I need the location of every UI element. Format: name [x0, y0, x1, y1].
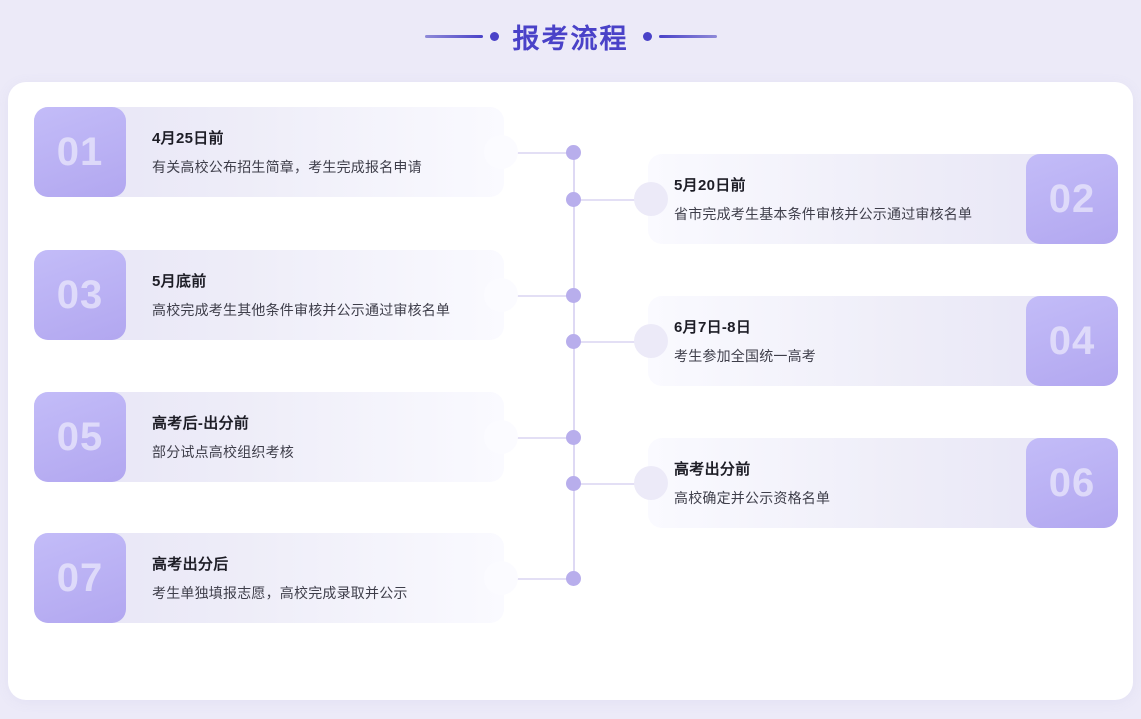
decoration-dot-icon: [642, 31, 652, 41]
decoration-line-icon: [658, 34, 717, 38]
connector-bump-icon: [484, 135, 518, 169]
step-description: 部分试点高校组织考核: [152, 444, 294, 460]
step-title: 高考后-出分前: [152, 415, 250, 432]
step-description: 考生单独填报志愿，高校完成录取并公示: [152, 585, 408, 601]
timeline-step-card-07[interactable]: 07 高考出分后 考生单独填报志愿，高校完成录取并公示: [34, 533, 518, 623]
step-content: 6月7日-8日 考生参加全国统一高考: [648, 316, 1026, 366]
step-content: 4月25日前 有关高校公布招生简章，考生完成报名申请: [126, 127, 504, 177]
timeline-branch: [574, 341, 648, 343]
step-number: 07: [56, 556, 104, 600]
step-number-badge: 07: [34, 533, 126, 623]
step-content: 高考出分前 高校确定并公示资格名单: [648, 458, 1026, 508]
connector-bump-icon: [484, 420, 518, 454]
timeline-branch: [574, 483, 648, 485]
step-number-badge: 04: [1026, 296, 1118, 386]
step-number: 04: [1048, 319, 1096, 363]
connector-bump-icon: [484, 561, 518, 595]
step-title: 6月7日-8日: [674, 319, 752, 336]
step-description: 考生参加全国统一高考: [674, 348, 816, 364]
step-number: 01: [56, 130, 104, 174]
step-number: 03: [56, 273, 104, 317]
timeline-step-card-02[interactable]: 02 5月20日前 省市完成考生基本条件审核并公示通过审核名单: [634, 154, 1118, 244]
timeline-node-dot: [566, 334, 581, 349]
connector-bump-icon: [634, 324, 668, 358]
step-content: 高考出分后 考生单独填报志愿，高校完成录取并公示: [126, 553, 504, 603]
step-description: 高校完成考生其他条件审核并公示通过审核名单: [152, 302, 451, 318]
timeline-node-dot: [566, 145, 581, 160]
step-number-badge: 01: [34, 107, 126, 197]
title-decoration-right: [642, 31, 717, 41]
step-number: 02: [1048, 177, 1096, 221]
step-number: 06: [1048, 461, 1096, 505]
page-header: 报考流程: [0, 0, 1141, 72]
step-description: 省市完成考生基本条件审核并公示通过审核名单: [674, 206, 973, 222]
connector-bump-icon: [484, 278, 518, 312]
timeline-rail: [573, 150, 575, 580]
step-title: 4月25日前: [152, 130, 224, 147]
timeline-node-dot: [566, 430, 581, 445]
decoration-line-icon: [424, 34, 483, 38]
timeline-step-card-04[interactable]: 04 6月7日-8日 考生参加全国统一高考: [634, 296, 1118, 386]
step-number-badge: 06: [1026, 438, 1118, 528]
timeline-branch: [504, 437, 574, 439]
step-number-badge: 03: [34, 250, 126, 340]
timeline-step-card-03[interactable]: 03 5月底前 高校完成考生其他条件审核并公示通过审核名单: [34, 250, 518, 340]
step-title: 5月20日前: [674, 177, 746, 194]
timeline-branch: [504, 295, 574, 297]
timeline-node-dot: [566, 192, 581, 207]
timeline-branch: [504, 152, 574, 154]
step-number-badge: 05: [34, 392, 126, 482]
timeline-node-dot: [566, 288, 581, 303]
step-number: 05: [56, 415, 104, 459]
connector-bump-icon: [634, 182, 668, 216]
step-title: 5月底前: [152, 273, 207, 290]
timeline-node-dot: [566, 476, 581, 491]
connector-bump-icon: [634, 466, 668, 500]
timeline-step-card-05[interactable]: 05 高考后-出分前 部分试点高校组织考核: [34, 392, 518, 482]
step-number-badge: 02: [1026, 154, 1118, 244]
timeline-step-card-01[interactable]: 01 4月25日前 有关高校公布招生简章，考生完成报名申请: [34, 107, 518, 197]
step-content: 5月20日前 省市完成考生基本条件审核并公示通过审核名单: [648, 174, 1026, 224]
step-description: 高校确定并公示资格名单: [674, 490, 831, 506]
timeline-step-card-06[interactable]: 06 高考出分前 高校确定并公示资格名单: [634, 438, 1118, 528]
page-title: 报考流程: [512, 23, 629, 54]
timeline-node-dot: [566, 571, 581, 586]
step-content: 5月底前 高校完成考生其他条件审核并公示通过审核名单: [126, 270, 504, 320]
step-title: 高考出分前: [674, 461, 751, 478]
timeline-branch: [574, 199, 648, 201]
step-description: 有关高校公布招生简章，考生完成报名申请: [152, 159, 422, 175]
timeline-branch: [504, 578, 574, 580]
step-content: 高考后-出分前 部分试点高校组织考核: [126, 412, 504, 462]
title-decoration-left: [424, 31, 499, 41]
step-title: 高考出分后: [152, 556, 229, 573]
decoration-dot-icon: [489, 31, 499, 41]
